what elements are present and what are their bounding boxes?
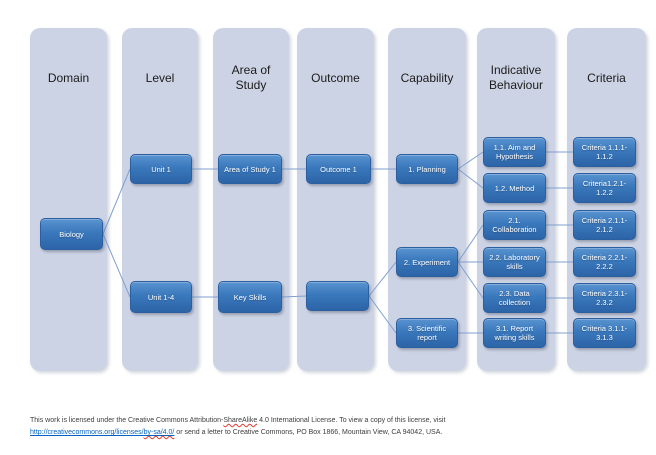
column-panel-level: Level	[122, 28, 198, 371]
license-text-part: This work is licensed under the Creative…	[30, 417, 224, 424]
column-panel-capability: Capability	[388, 28, 466, 371]
misspelled-word: ShareAlike	[223, 417, 258, 424]
connector-line	[102, 168, 131, 235]
node-outcome-blank	[306, 281, 369, 311]
connector-line	[368, 295, 397, 334]
node-scientific-report: 3. Scientific report	[396, 318, 458, 348]
license-text-part: 4.0 International License. To view a cop…	[257, 417, 446, 424]
column-header-capability: Capability	[400, 70, 454, 85]
node-key-skills: Key Skills	[218, 281, 282, 313]
node-ib-3-1-report-writing-skills: 3.1. Report writing skills	[483, 318, 546, 348]
license-link-main: http://creativecommons.org/licenses/	[30, 429, 144, 436]
connector-line	[281, 295, 307, 298]
column-header-indicative-behaviour: Indicative Behaviour	[488, 63, 544, 92]
node-outcome-1: Outcome 1	[306, 154, 371, 184]
license-text: This work is licensed under the Creative…	[30, 415, 630, 439]
node-criteria-1-1: Criteria 1.1.1-1.1.2	[573, 137, 636, 167]
column-panel-domain: Domain	[30, 28, 107, 371]
license-line-2: http://creativecommons.org/licenses/by-s…	[30, 427, 630, 439]
column-header-criteria: Criteria	[587, 70, 626, 85]
node-ib-2-3-data-collection: 2.3. Data collection	[483, 283, 546, 313]
connector-line	[368, 261, 397, 297]
node-ib-1-2-method: 1.2. Method	[483, 173, 546, 203]
node-criteria-2-2: Criteria 2.2.1-2.2.2	[573, 247, 636, 277]
license-line-1: This work is licensed under the Creative…	[30, 415, 630, 427]
node-criteria-2-3: Crtieria 2.3.1-2.3.2	[573, 283, 636, 313]
license-link[interactable]: http://creativecommons.org/licenses/by-s…	[30, 429, 174, 436]
license-link-tail: by-sa/4.0/	[143, 429, 175, 436]
license-text-part: or send a letter to Creative Commons, PO…	[174, 429, 443, 436]
node-criteria-3-1: Criteria 3.1.1-3.1.3	[573, 318, 636, 348]
node-unit-1-4: Unit 1-4	[130, 281, 192, 313]
node-unit-1: Unit 1	[130, 154, 192, 184]
node-planning: 1. Planning	[396, 154, 458, 184]
node-experiment: 2. Experiment	[396, 247, 458, 277]
column-header-area-of-study: Area of Study	[231, 63, 271, 92]
connector-line	[457, 261, 484, 299]
connector-line	[457, 224, 484, 263]
node-ib-2-1-collaboration: 2.1. Collaboration	[483, 210, 546, 240]
node-ib-2-2-laboratory-skills: 2.2. Laboratory skills	[483, 247, 546, 277]
column-header-level: Level	[145, 70, 175, 85]
column-header-outcome: Outcome	[311, 70, 360, 85]
column-panel-area-of-study: Area of Study	[213, 28, 289, 371]
column-header-domain: Domain	[47, 70, 90, 85]
node-area-of-study-1: Area of Study 1	[218, 154, 282, 184]
connector-line	[457, 151, 484, 170]
column-panel-outcome: Outcome	[297, 28, 374, 371]
node-biology: Biology	[40, 218, 103, 250]
node-ib-1-1-aim-and-hypothesis: 1.1. Aim and Hypothesis	[483, 137, 546, 167]
node-criteria-1-2: Criteria1.2.1-1.2.2	[573, 173, 636, 203]
connector-line	[457, 168, 484, 189]
connector-line	[102, 233, 131, 298]
node-criteria-2-1: Criteria 2.1.1-2.1.2	[573, 210, 636, 240]
